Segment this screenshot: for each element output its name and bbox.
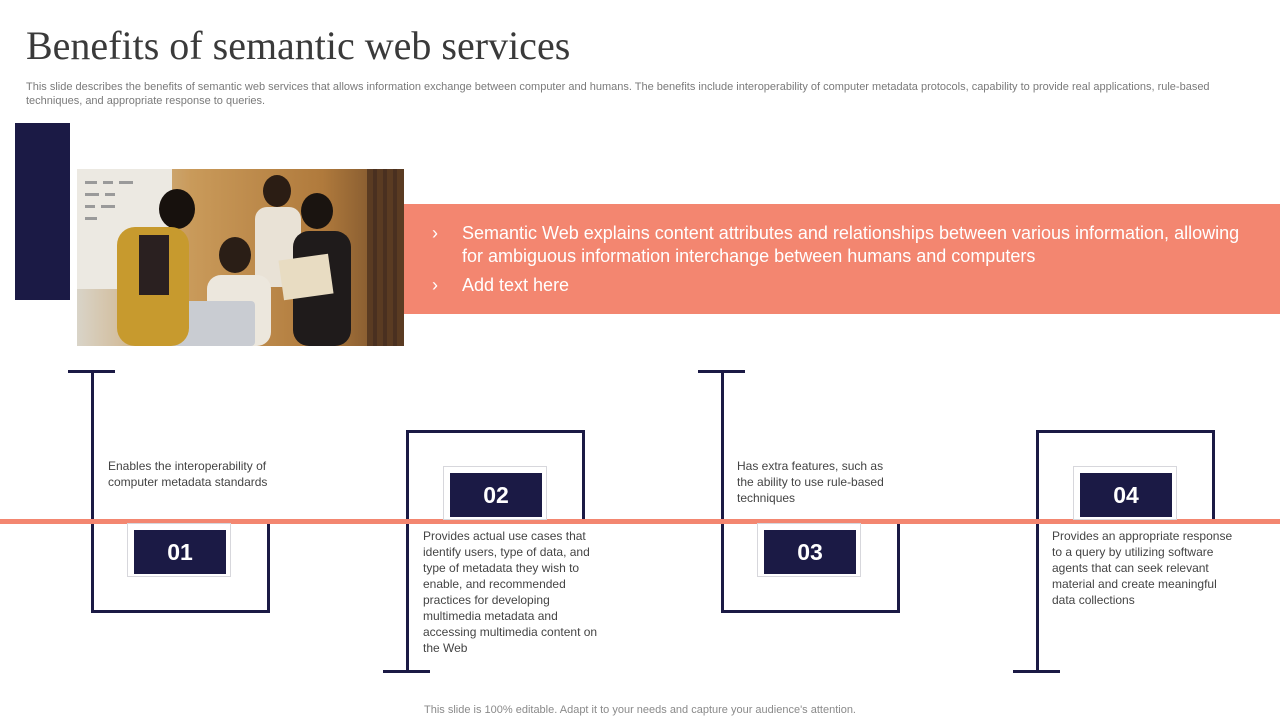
page-title: Benefits of semantic web services	[26, 23, 571, 68]
page-subtitle: This slide describes the benefits of sem…	[26, 81, 1210, 107]
step-01-number: 01	[134, 530, 226, 574]
banner-bullet-text: Add text here	[462, 275, 570, 295]
step-02-description: Provides actual use cases that identify …	[423, 529, 598, 655]
step-03-description: Has extra features, such as the ability …	[737, 459, 884, 505]
timeline-line	[0, 519, 1280, 524]
step-01-side	[267, 524, 270, 613]
step-04-top	[1036, 430, 1215, 433]
step-04-number-frame: 04	[1073, 466, 1177, 520]
footer-note: This slide is 100% editable. Adapt it to…	[424, 704, 856, 716]
chevron-right-icon: ›	[432, 223, 438, 243]
banner-bullet-1: › Semantic Web explains content attribut…	[432, 222, 1240, 268]
step-04-cap	[1013, 670, 1060, 673]
step-02-number: 02	[450, 473, 542, 517]
step-04-number: 04	[1080, 473, 1172, 517]
step-01-base	[91, 610, 270, 613]
chevron-right-icon: ›	[432, 275, 438, 295]
key-message-banner: › Semantic Web explains content attribut…	[404, 204, 1280, 314]
step-02-side	[582, 430, 585, 520]
banner-bullet-text: Semantic Web explains content attributes…	[462, 223, 1240, 266]
step-02-number-frame: 02	[443, 466, 547, 520]
step-02-top	[406, 430, 585, 433]
team-photo	[77, 169, 404, 346]
step-01-number-frame: 01	[127, 523, 231, 577]
step-04-description: Provides an appropriate response to a qu…	[1052, 529, 1233, 607]
step-03-side	[897, 524, 900, 613]
banner-bullet-2: › Add text here	[432, 274, 1240, 297]
step-02-cap	[383, 670, 430, 673]
step-04-side	[1212, 430, 1215, 520]
step-02-stem	[406, 430, 409, 673]
team-photo-illustration	[77, 169, 404, 346]
step-03-number-frame: 03	[757, 523, 861, 577]
step-01-description: Enables the interoperability of computer…	[108, 459, 268, 489]
accent-bar	[15, 123, 70, 300]
step-01-stem	[91, 370, 94, 613]
step-04-stem	[1036, 430, 1039, 673]
step-03-stem	[721, 370, 724, 613]
step-03-base	[721, 610, 900, 613]
step-03-number: 03	[764, 530, 856, 574]
